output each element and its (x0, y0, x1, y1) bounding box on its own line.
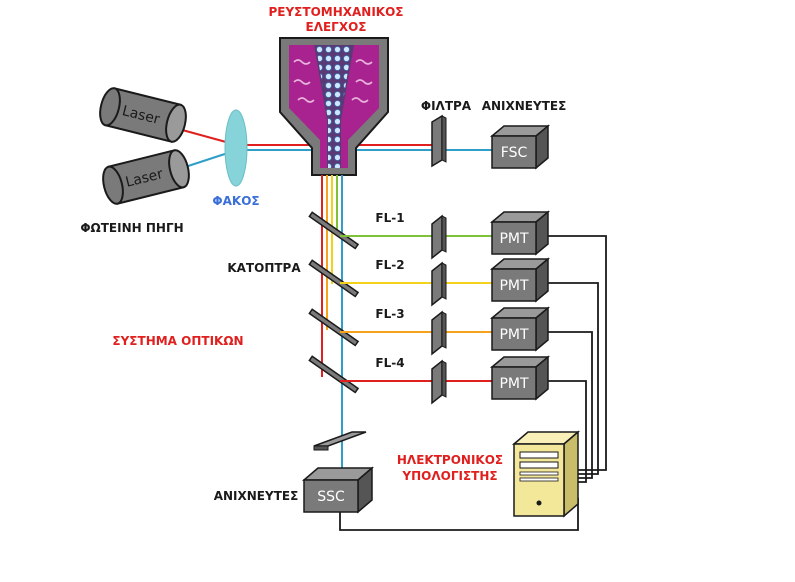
channel-label: FL-4 (375, 356, 404, 370)
pmt-label: PMT (499, 327, 529, 343)
laser-bottom: Laser (102, 149, 190, 205)
channel-filter (431, 359, 447, 405)
emission-beams (321, 175, 343, 470)
computer-tower (511, 430, 581, 518)
fsc-label: FSC (501, 145, 528, 161)
computer-label-line2: ΥΠΟΛΟΓΙΣΤΗΣ (401, 469, 497, 483)
mirror-4 (308, 355, 360, 394)
ssc-filter (313, 431, 367, 451)
channel-label: FL-2 (375, 258, 404, 272)
ssc-detector: SSC (301, 466, 375, 514)
fluidics-chamber (279, 37, 389, 176)
channel-filter (431, 261, 447, 307)
mirror-1 (308, 211, 360, 250)
laser-beams (174, 127, 492, 169)
light-source-label: ΦΩΤΕΙΝΗ ΠΗΓΗ (80, 221, 183, 235)
detectors-bottom-label: ΑΝΙΧΝΕΥΤΕΣ (214, 489, 299, 503)
computer-label-line1: ΗΛΕΚΤΡΟΝΙΚΟΣ (397, 453, 503, 467)
pmt-detector: PMT (489, 355, 551, 401)
mirrors-label: ΚΑΤΟΠΤΡΑ (227, 261, 301, 275)
fluidics-label-line2: ΕΛΕΓΧΟΣ (306, 20, 367, 34)
channel-label: FL-3 (375, 307, 404, 321)
pmt-label: PMT (499, 278, 529, 294)
channel-filter (431, 310, 447, 356)
channel-label: FL-1 (375, 211, 404, 225)
lens-shape (224, 109, 248, 187)
fsc-filter (431, 114, 447, 168)
detectors-top-label: ΑΝΙΧΝΕΥΤΕΣ (482, 99, 567, 113)
filters-label: ΦΙΛΤΡΑ (421, 99, 472, 113)
signal-wires (339, 235, 607, 531)
laser-top: Laser (99, 87, 187, 143)
pmt-detector: PMT (489, 210, 551, 256)
pmt-label: PMT (499, 231, 529, 247)
pmt-detector: PMT (489, 306, 551, 352)
fluidics-label-line1: ΡΕΥΣΤΟΜΗΧΑΝΙΚΟΣ (269, 5, 404, 19)
pmt-detector: PMT (489, 257, 551, 303)
lens-label: ΦΑΚΟΣ (212, 194, 259, 208)
channel-filter (431, 214, 447, 260)
optics-system-label: ΣΥΣΤΗΜΑ ΟΠΤΙΚΩΝ (112, 334, 243, 348)
mirror-2 (308, 259, 360, 298)
ssc-label: SSC (317, 489, 345, 505)
mirror-3 (308, 308, 360, 347)
mirrors (308, 211, 360, 394)
fsc-detector: FSC (489, 124, 551, 170)
pmt-label: PMT (499, 376, 529, 392)
